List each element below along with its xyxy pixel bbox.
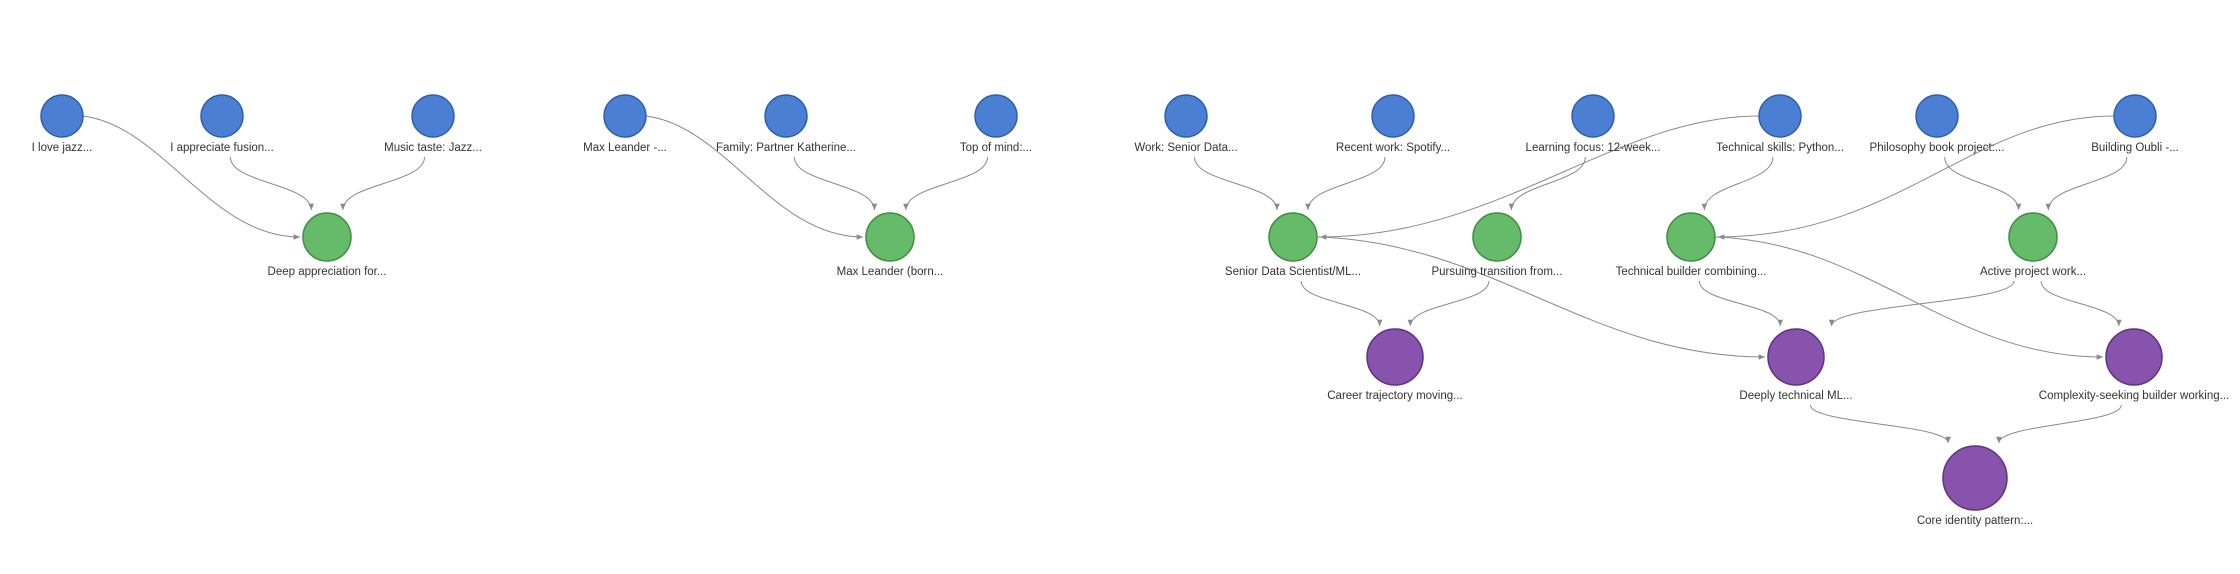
graph-node-insight[interactable]: Deeply technical ML... [1739, 328, 1853, 402]
belief-node-circle[interactable] [2008, 212, 2058, 262]
edge-n7-n8 [903, 156, 989, 211]
edge-n15-n20 [1316, 236, 1766, 360]
node-label: I appreciate fusion... [170, 142, 274, 154]
insight-node-circle[interactable] [1366, 328, 1424, 386]
node-label: Top of mind:... [960, 142, 1032, 154]
edge-n15-n19 [1300, 280, 1383, 327]
edges-layer [82, 115, 2128, 444]
belief-node-circle[interactable] [1666, 212, 1716, 262]
node-label: Max Leander -... [583, 142, 667, 154]
nodes-layer: I love jazz... I appreciate fusion... Musi… [32, 94, 2229, 527]
observation-node-circle[interactable] [2113, 94, 2157, 138]
node-label: Work: Senior Data... [1134, 142, 1237, 154]
edge-n12-n15 [1319, 115, 1760, 240]
edge-n16-n19 [1407, 280, 1490, 327]
node-label: Core identity pattern:... [1917, 515, 2033, 527]
node-label: Family: Partner Katherine... [716, 142, 856, 154]
edge-n11-n16 [1508, 156, 1586, 211]
edge-n20-n22 [1809, 404, 1951, 444]
edge-n12-n17 [1701, 156, 1774, 211]
graph-node-insight[interactable]: Complexity-seeking builder working... [2039, 328, 2229, 402]
graph-node-observation[interactable]: Music taste: Jazz... [384, 94, 482, 154]
belief-node-circle[interactable] [302, 212, 352, 262]
observation-node-circle[interactable] [200, 94, 244, 138]
edge-n18-n21 [2040, 280, 2122, 327]
node-label: Max Leander (born... [837, 266, 944, 278]
node-label: I love jazz... [32, 142, 93, 154]
graph-node-observation[interactable]: I appreciate fusion... [170, 94, 274, 154]
node-label: Learning focus: 12-week... [1526, 142, 1661, 154]
node-label: Recent work: Spotify... [1336, 142, 1450, 154]
observation-node-circle[interactable] [1571, 94, 1615, 138]
graph-node-insight[interactable]: Career trajectory moving... [1327, 328, 1463, 402]
graph-node-belief[interactable]: Max Leander (born... [837, 212, 944, 278]
belief-node-circle[interactable] [1268, 212, 1318, 262]
insight-node-circle[interactable] [1942, 445, 2008, 511]
edge-n1-n4 [82, 115, 301, 240]
observation-node-circle[interactable] [411, 94, 455, 138]
belief-node-circle[interactable] [865, 212, 915, 262]
graph-node-observation[interactable]: Building Oubli -... [2091, 94, 2179, 154]
graph-node-observation[interactable]: Learning focus: 12-week... [1526, 94, 1661, 154]
graph-node-observation[interactable]: Recent work: Spotify... [1336, 94, 1450, 154]
insight-node-circle[interactable] [2105, 328, 2163, 386]
graph-node-belief[interactable]: Deep appreciation for... [268, 212, 387, 278]
graph-node-observation[interactable]: Top of mind:... [960, 94, 1032, 154]
graph-node-belief[interactable]: Senior Data Scientist/ML... [1225, 212, 1361, 278]
node-label: Career trajectory moving... [1327, 390, 1463, 402]
graph-node-observation[interactable]: Work: Senior Data... [1134, 94, 1238, 154]
edge-n17-n20 [1698, 280, 1784, 327]
node-label: Pursuing transition from... [1431, 266, 1562, 278]
node-label: Technical skills: Python... [1716, 142, 1844, 154]
node-label: Complexity-seeking builder working... [2039, 390, 2229, 402]
edge-n14-n18 [2045, 156, 2128, 211]
edge-n10-n15 [1305, 156, 1386, 211]
node-label: Senior Data Scientist/ML... [1225, 266, 1361, 278]
graph-node-observation[interactable]: Max Leander -... [583, 94, 667, 154]
graph-node-insight[interactable]: Core identity pattern:... [1917, 445, 2033, 527]
edge-n14-n17 [1717, 115, 2115, 240]
node-label: Deep appreciation for... [268, 266, 387, 278]
observation-node-circle[interactable] [1164, 94, 1208, 138]
observation-node-circle[interactable] [1915, 94, 1959, 138]
graph-node-belief[interactable]: Active project work... [1980, 212, 2086, 278]
node-label: Philosophy book project:... [1870, 142, 2005, 154]
edge-n21-n22 [1996, 404, 2122, 444]
observation-node-circle[interactable] [1758, 94, 1802, 138]
edge-n13-n18 [1944, 156, 2022, 211]
graph-node-belief[interactable]: Technical builder combining... [1616, 212, 1767, 278]
edge-n2-n4 [229, 156, 315, 211]
observation-node-circle[interactable] [974, 94, 1018, 138]
graph-node-belief[interactable]: Pursuing transition from... [1431, 212, 1563, 278]
graph-node-observation[interactable]: I love jazz... [32, 94, 93, 154]
graph-node-observation[interactable]: Family: Partner Katherine... [716, 94, 856, 154]
edge-n17-n21 [1714, 236, 2104, 360]
node-label: Music taste: Jazz... [384, 142, 482, 154]
insight-node-circle[interactable] [1767, 328, 1825, 386]
node-label: Building Oubli -... [2091, 142, 2179, 154]
node-label: Deeply technical ML... [1739, 390, 1852, 402]
edge-n6-n8 [793, 156, 878, 211]
observation-node-circle[interactable] [1371, 94, 1415, 138]
edge-n5-n8 [645, 115, 864, 240]
node-label: Active project work... [1980, 266, 2086, 278]
belief-node-circle[interactable] [1472, 212, 1522, 262]
node-label: Technical builder combining... [1616, 266, 1767, 278]
observation-node-circle[interactable] [603, 94, 647, 138]
graph-node-observation[interactable]: Technical skills: Python... [1716, 94, 1844, 154]
edge-n9-n15 [1194, 156, 1280, 211]
observation-node-circle[interactable] [764, 94, 808, 138]
edge-n18-n20 [1828, 280, 2015, 327]
graph-node-observation[interactable]: Philosophy book project:... [1870, 94, 2005, 154]
edge-n3-n4 [340, 156, 426, 211]
observation-node-circle[interactable] [40, 94, 84, 138]
